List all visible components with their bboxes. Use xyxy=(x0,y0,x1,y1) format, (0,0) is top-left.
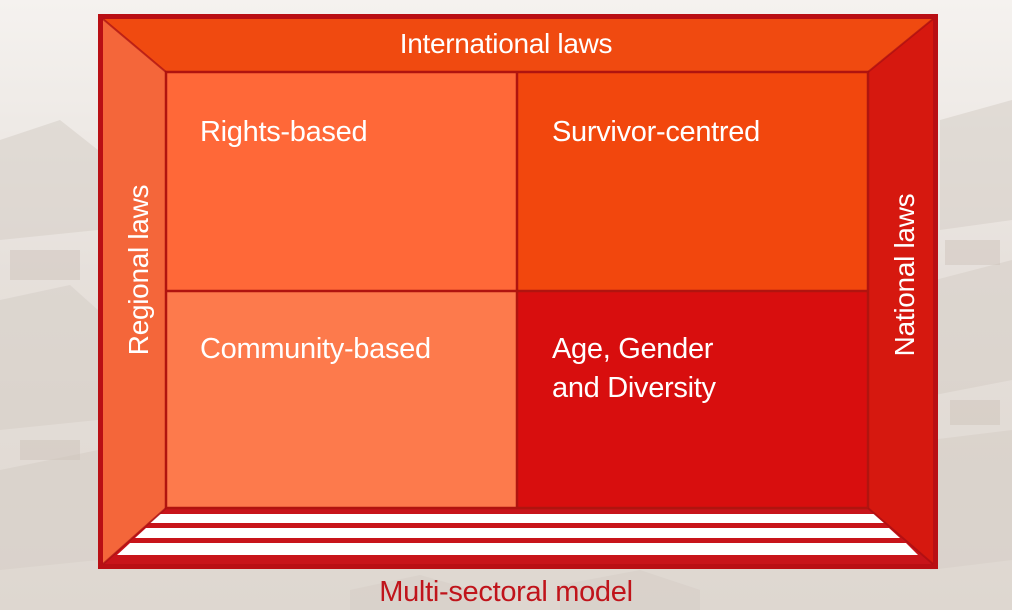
community-based-label: Community-based xyxy=(200,333,431,365)
regional-laws-band xyxy=(103,19,166,564)
multi-sectoral-model-label: Multi-sectoral model xyxy=(379,576,633,608)
cell-community-based xyxy=(166,291,517,508)
floor-steps xyxy=(117,514,918,555)
cell-age-gender-diversity xyxy=(517,291,868,508)
inner-border xyxy=(164,70,870,510)
national-laws-band xyxy=(868,19,933,564)
national-laws-label: National laws xyxy=(889,193,920,357)
rights-based-label: Rights-based xyxy=(200,116,368,148)
cell-rights-based xyxy=(166,72,517,291)
regional-laws-label: Regional laws xyxy=(123,184,154,356)
cell-survivor-centred xyxy=(517,72,868,291)
international-laws-band xyxy=(103,19,933,72)
survivor-centred-label: Survivor-centred xyxy=(552,116,760,148)
age-gender-diversity-label: Age, Gender and Diversity xyxy=(552,333,716,404)
international-laws-label: International laws xyxy=(399,28,613,59)
